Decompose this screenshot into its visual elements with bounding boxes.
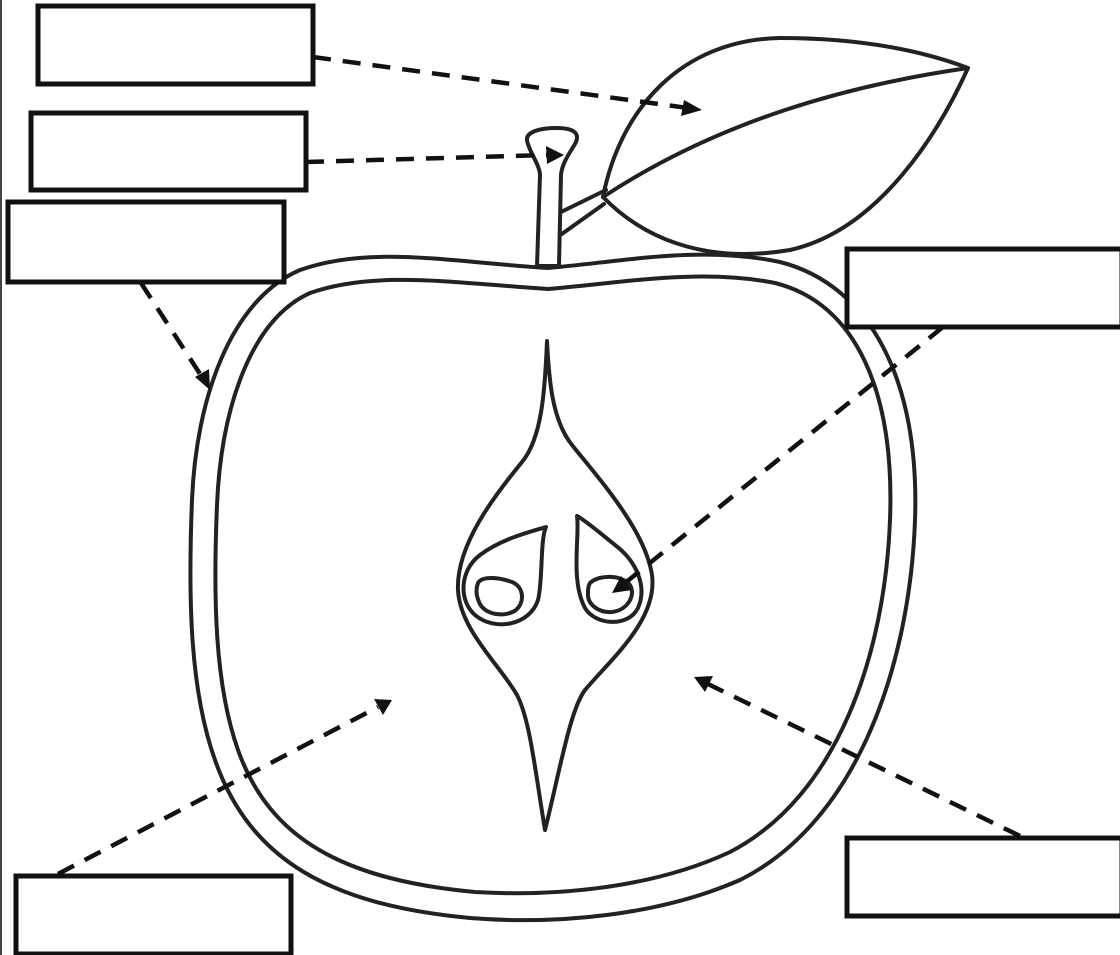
label-box-skin[interactable] [8, 202, 284, 282]
label-box-leaf[interactable] [38, 6, 313, 84]
leader-line-skin [141, 283, 202, 377]
label-box-flesh-right[interactable] [847, 838, 1120, 916]
apple-outer-skin [190, 255, 915, 920]
leader-line-leaf [313, 57, 688, 108]
label-box-flesh-left[interactable] [16, 876, 291, 954]
label-box-stem[interactable] [31, 113, 306, 190]
leaf-petiole [559, 190, 606, 236]
leaf-illustration [559, 38, 968, 254]
leaf-shape [603, 38, 968, 254]
label-box-seed[interactable] [847, 249, 1120, 327]
stem-illustration [527, 128, 577, 266]
leader-line-stem [306, 155, 548, 162]
